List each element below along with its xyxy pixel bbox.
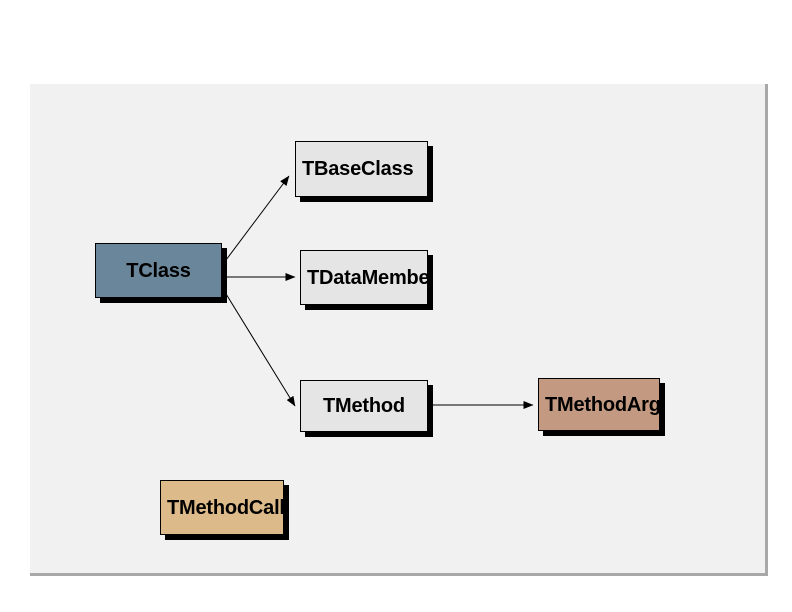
node-tmethod-label: TMethod xyxy=(323,395,405,417)
edge-tclass-to-tmethod xyxy=(222,288,296,407)
node-tmethodarg-label: TMethodArg xyxy=(545,393,660,416)
edge-tclass-to-tbaseclass xyxy=(222,175,290,265)
edge-layer xyxy=(222,175,534,409)
node-tmethodcall-label: TMethodCall xyxy=(167,496,284,519)
node-tmethod[interactable]: TMethod xyxy=(300,380,428,432)
node-tclass-label: TClass xyxy=(126,259,191,282)
node-tdatamember[interactable]: TDataMember xyxy=(300,250,428,305)
node-tbaseclass[interactable]: TBaseClass xyxy=(295,141,428,197)
node-tclass[interactable]: TClass xyxy=(95,243,222,298)
node-tmethodcall[interactable]: TMethodCall xyxy=(160,480,284,535)
diagram-canvas: TClass TBaseClass TDataMember TMethod TM… xyxy=(30,84,768,576)
node-tdatamember-label: TDataMember xyxy=(307,266,428,289)
node-tmethodarg[interactable]: TMethodArg xyxy=(538,378,660,431)
node-tbaseclass-label: TBaseClass xyxy=(302,158,414,180)
